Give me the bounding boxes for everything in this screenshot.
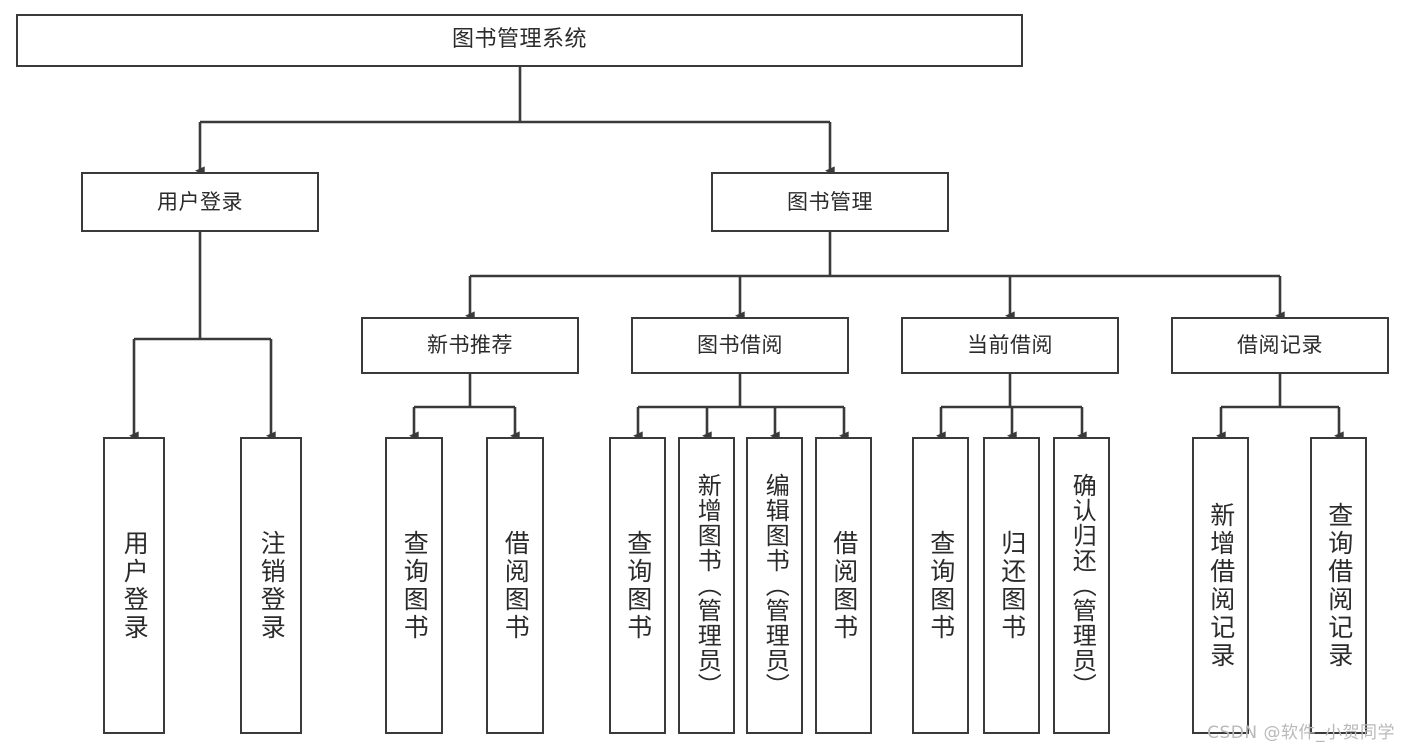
edge-group [129,67,1344,441]
node-label: 借阅图书 [501,529,531,642]
node-leaf-query-book-current[interactable]: 查询图书 [912,437,969,734]
watermark: CSDN @软件_小贺同学 [1207,723,1395,743]
node-label: 图书管理系统 [451,27,587,53]
node-root[interactable]: 图书管理系统 [16,14,1023,67]
node-book-borrow[interactable]: 图书借阅 [631,317,849,374]
node-leaf-query-borrow-record[interactable]: 查询借阅记录 [1310,437,1367,734]
node-label: 图书管理 [787,189,873,214]
node-user-login[interactable]: 用户登录 [81,172,319,232]
node-label: 新增借阅记录 [1206,501,1236,670]
node-label: 借阅记录 [1237,333,1323,358]
node-label: 图书借阅 [697,333,783,358]
node-leaf-edit-book-admin[interactable]: 编辑图书（管理员） [746,437,803,734]
node-label: 用户登录 [157,189,243,214]
node-leaf-query-book-recommend[interactable]: 查询图书 [385,437,443,734]
node-leaf-query-book-borrow[interactable]: 查询图书 [609,437,666,734]
node-leaf-return-book[interactable]: 归还图书 [983,437,1040,734]
node-leaf-add-book-admin[interactable]: 新增图书（管理员） [678,437,735,734]
node-leaf-borrow-book-recommend[interactable]: 借阅图书 [486,437,544,734]
node-borrow-record[interactable]: 借阅记录 [1171,317,1389,374]
node-label: 注销登录 [257,529,287,642]
node-label: 查询图书 [926,529,956,642]
node-label: 当前借阅 [967,333,1053,358]
node-leaf-add-borrow-record[interactable]: 新增借阅记录 [1192,437,1249,734]
node-label: 新增图书（管理员） [693,473,722,698]
node-label: 用户登录 [120,529,150,642]
node-book-manage[interactable]: 图书管理 [711,172,949,232]
node-leaf-borrow-book[interactable]: 借阅图书 [815,437,872,734]
node-label: 编辑图书（管理员） [761,473,790,698]
node-label: 确认归还（管理员） [1068,473,1097,698]
node-label: 查询借阅记录 [1324,501,1354,670]
node-leaf-confirm-return-admin[interactable]: 确认归还（管理员） [1053,437,1110,734]
node-label: 归还图书 [997,529,1027,642]
node-new-book-recommend[interactable]: 新书推荐 [361,317,579,374]
node-label: 新书推荐 [427,333,513,358]
node-current-borrow[interactable]: 当前借阅 [901,317,1119,374]
node-label: 查询图书 [400,529,430,642]
node-label: 查询图书 [623,529,653,642]
node-label: 借阅图书 [829,529,859,642]
node-leaf-user-logout[interactable]: 注销登录 [240,437,302,734]
node-leaf-user-login[interactable]: 用户登录 [103,437,165,734]
